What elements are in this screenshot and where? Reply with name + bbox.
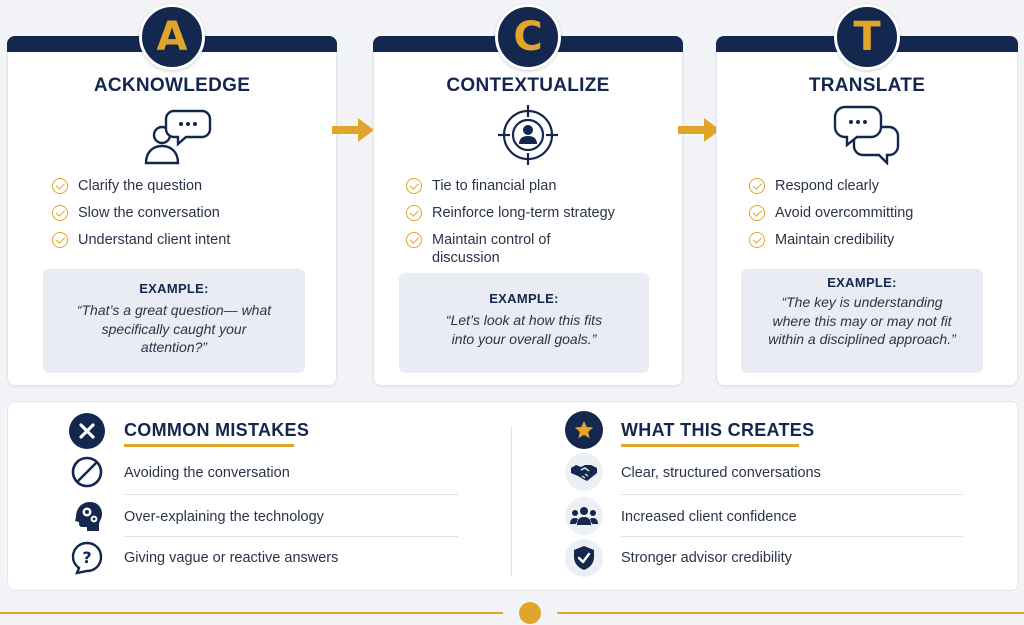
x-circle-icon [69, 413, 105, 449]
checklist-item: Understand client intent [52, 231, 320, 249]
chat-bubbles-icon [833, 105, 900, 165]
check-icon [749, 205, 765, 221]
question-bubble-icon: ? [68, 539, 106, 577]
step-title: TRANSLATE [808, 75, 926, 96]
checklist: Tie to financial plan Reinforce long-ter… [406, 177, 666, 276]
row-divider [621, 494, 963, 495]
example-text: “The key is understanding where this may… [768, 294, 956, 347]
step-letter-badge: C [495, 4, 561, 70]
arrow-right-icon [332, 118, 374, 142]
check-icon [406, 205, 422, 221]
head-gears-icon [68, 497, 106, 535]
check-icon [749, 232, 765, 248]
check-icon [406, 178, 422, 194]
row-divider [124, 494, 458, 495]
footer-line-right [557, 612, 1024, 614]
step-title: CONTEXTUALIZE [446, 75, 610, 96]
checklist-item: Maintain control of discussion [406, 231, 666, 267]
example-box: EXAMPLE: “The key is understanding where… [741, 269, 983, 373]
step-letter: T [853, 14, 881, 60]
example-box: EXAMPLE: “That’s a great question— what … [43, 269, 305, 373]
checklist-item: Avoid overcommitting [749, 204, 1001, 222]
check-icon [52, 178, 68, 194]
arrow-right-icon [678, 118, 720, 142]
prohibited-icon [68, 453, 106, 491]
handshake-icon [565, 453, 603, 491]
step-letter-badge: A [139, 4, 205, 70]
footer-line-left [0, 612, 503, 614]
svg-text:?: ? [82, 548, 91, 567]
mistake-item-text: Over-explaining the technology [124, 509, 324, 525]
what-this-creates-title: WHAT THIS CREATES [621, 420, 815, 440]
check-icon [52, 205, 68, 221]
example-text: “That’s a great question— what specifica… [76, 302, 272, 355]
step-title: ACKNOWLEDGE [93, 75, 251, 96]
step-card-translate: T TRANSLATE Respond clearly Avoid overco… [716, 4, 1018, 386]
checklist-item: Slow the conversation [52, 204, 320, 222]
checklist: Respond clearly Avoid overcommitting Mai… [749, 177, 1001, 258]
check-icon [749, 178, 765, 194]
example-label: EXAMPLE: [827, 275, 897, 290]
shield-check-icon [565, 539, 603, 577]
checklist-item: Tie to financial plan [406, 177, 666, 195]
checklist-item: Maintain credibility [749, 231, 1001, 249]
step-letter-badge: T [834, 4, 900, 70]
summary-panel: COMMON MISTAKES Avoiding the conversatio… [7, 401, 1019, 591]
creates-item-text: Stronger advisor credibility [621, 550, 792, 566]
row-divider [621, 536, 963, 537]
column-divider [511, 426, 512, 576]
common-mistakes-title: COMMON MISTAKES [124, 420, 310, 440]
creates-item-text: Clear, structured conversations [621, 465, 821, 481]
row-divider [124, 536, 458, 537]
example-text: “Let’s look at how this fits into your o… [445, 312, 603, 347]
group-icon [565, 497, 603, 535]
checklist-item: Reinforce long-term strategy [406, 204, 666, 222]
person-speech-bubble-icon [144, 109, 212, 165]
example-label: EXAMPLE: [139, 281, 209, 296]
step-letter: A [156, 14, 188, 60]
creates-item-text: Increased client confidence [621, 509, 797, 525]
checklist: Clarify the question Slow the conversati… [52, 177, 320, 258]
mistake-item-text: Giving vague or reactive answers [124, 550, 339, 566]
checklist-item: Respond clearly [749, 177, 1001, 195]
step-letter: C [513, 14, 543, 60]
step-card-acknowledge: A ACKNOWLEDGE Clarify the question Slow … [7, 4, 337, 386]
title-underline [621, 444, 799, 447]
target-person-icon [498, 105, 558, 165]
title-underline [124, 444, 294, 447]
check-icon [52, 232, 68, 248]
mistake-item-text: Avoiding the conversation [124, 465, 290, 481]
footer-dot [519, 602, 541, 624]
example-box: EXAMPLE: “Let’s look at how this fits in… [399, 273, 649, 373]
example-label: EXAMPLE: [489, 291, 559, 306]
star-circle-icon [565, 411, 603, 449]
check-icon [406, 232, 422, 248]
step-card-contextualize: C CONTEXTUALIZE Tie to financial plan Re… [373, 4, 683, 386]
checklist-item: Clarify the question [52, 177, 320, 195]
